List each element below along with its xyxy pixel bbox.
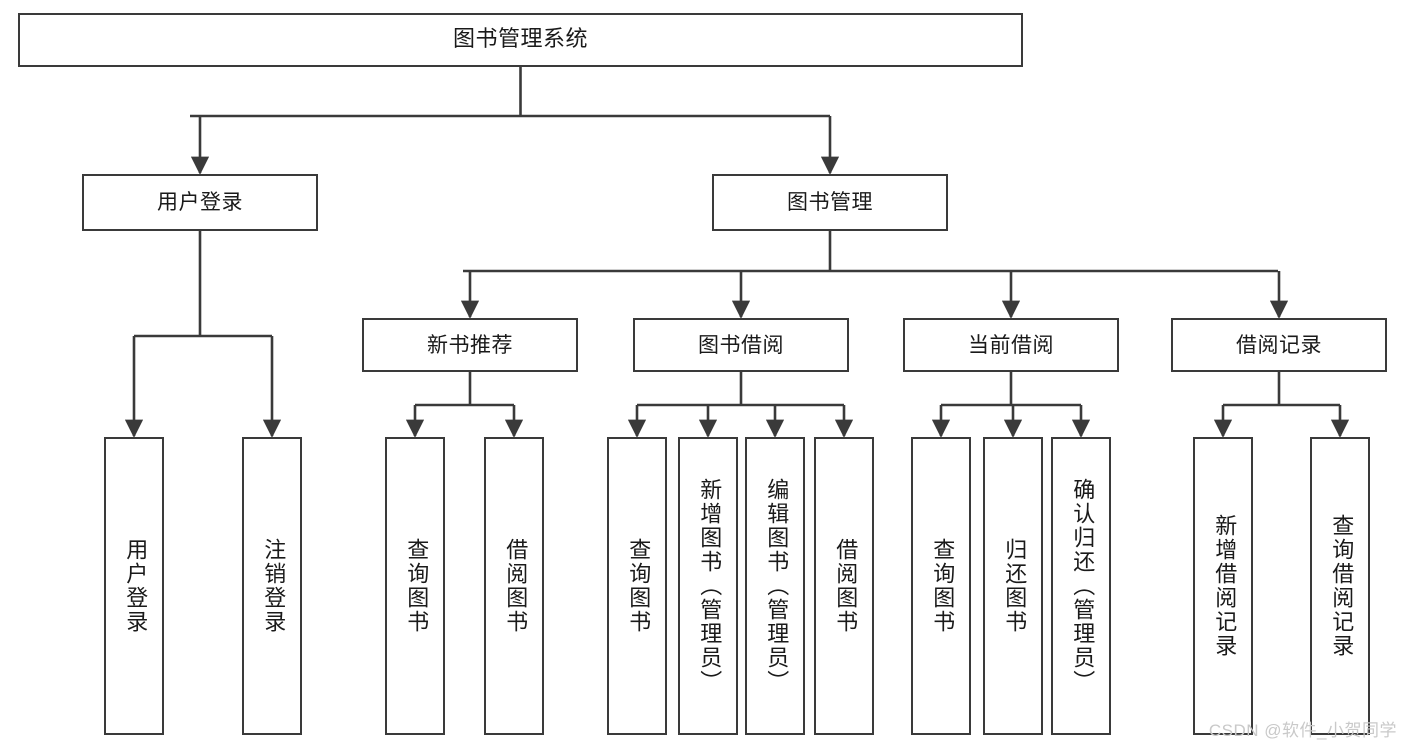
node-label: 图书管理系统 bbox=[452, 27, 588, 53]
node-label: 新书推荐 bbox=[427, 332, 513, 357]
node-label: 新增图书（管理员） bbox=[696, 478, 722, 694]
node-leaf-cur-2[interactable]: 归还图书 bbox=[983, 437, 1043, 735]
node-label: 用户登录 bbox=[122, 538, 148, 634]
node-label: 当前借阅 bbox=[968, 332, 1054, 357]
node-label: 编辑图书（管理员） bbox=[763, 478, 789, 694]
node-label: 借阅记录 bbox=[1236, 332, 1322, 357]
node-records[interactable]: 借阅记录 bbox=[1171, 318, 1387, 372]
node-login[interactable]: 用户登录 bbox=[82, 174, 318, 231]
node-leaf-cur-1[interactable]: 查询图书 bbox=[911, 437, 971, 735]
node-current[interactable]: 当前借阅 bbox=[903, 318, 1119, 372]
node-label: 用户登录 bbox=[157, 190, 243, 215]
node-label: 查询图书 bbox=[403, 538, 429, 634]
node-label: 图书借阅 bbox=[698, 332, 784, 357]
node-leaf-login-1[interactable]: 用户登录 bbox=[104, 437, 164, 735]
node-leaf-borrow-4[interactable]: 借阅图书 bbox=[814, 437, 874, 735]
node-leaf-borrow-2[interactable]: 新增图书（管理员） bbox=[678, 437, 738, 735]
node-label: 图书管理 bbox=[787, 190, 873, 215]
node-leaf-borrow-1[interactable]: 查询图书 bbox=[607, 437, 667, 735]
node-leaf-cur-3[interactable]: 确认归还（管理员） bbox=[1051, 437, 1111, 735]
node-label: 注销登录 bbox=[260, 538, 286, 634]
node-label: 归还图书 bbox=[1001, 538, 1027, 634]
watermark-label: CSDN @软件_小贺同学 bbox=[1208, 721, 1397, 740]
node-label: 新增借阅记录 bbox=[1211, 514, 1237, 658]
node-root[interactable]: 图书管理系统 bbox=[18, 13, 1023, 67]
node-leaf-borrow-3[interactable]: 编辑图书（管理员） bbox=[745, 437, 805, 735]
node-leaf-rec-2[interactable]: 查询借阅记录 bbox=[1310, 437, 1370, 735]
node-leaf-login-2[interactable]: 注销登录 bbox=[242, 437, 302, 735]
node-label: 查询图书 bbox=[625, 538, 651, 634]
node-label: 确认归还（管理员） bbox=[1069, 478, 1095, 694]
node-label: 查询图书 bbox=[929, 538, 955, 634]
node-label: 借阅图书 bbox=[832, 538, 858, 634]
node-leaf-new-1[interactable]: 查询图书 bbox=[385, 437, 445, 735]
node-label: 查询借阅记录 bbox=[1328, 514, 1354, 658]
node-leaf-rec-1[interactable]: 新增借阅记录 bbox=[1193, 437, 1253, 735]
node-bookmgmt[interactable]: 图书管理 bbox=[712, 174, 948, 231]
node-newbook[interactable]: 新书推荐 bbox=[362, 318, 578, 372]
node-label: 借阅图书 bbox=[502, 538, 528, 634]
node-borrow[interactable]: 图书借阅 bbox=[633, 318, 849, 372]
node-leaf-new-2[interactable]: 借阅图书 bbox=[484, 437, 544, 735]
